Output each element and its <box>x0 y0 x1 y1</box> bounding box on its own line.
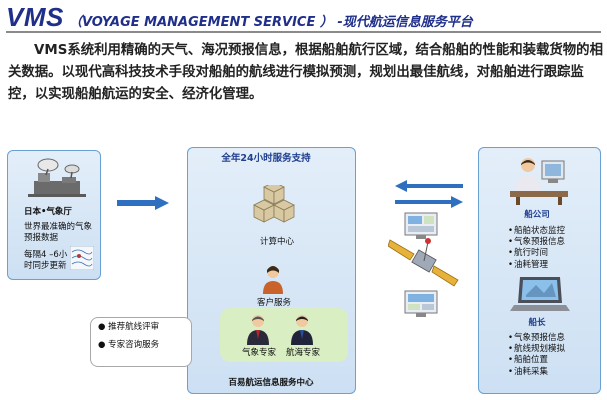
service-header: 全年24小时服务支持 <box>221 153 311 164</box>
service-item-label: 专家咨询服务 <box>108 340 160 350</box>
feature-item: 船舶状态监控 <box>508 226 596 237</box>
feature-item: 船舶位置 <box>508 355 596 366</box>
intro-text: VMS系统利用精确的天气、海况预报信息，根据船舶航行区域，结合船舶的性能和装载货… <box>8 40 604 106</box>
feature-item: 航线规划模拟 <box>508 344 596 355</box>
satellite-dish-icon <box>28 157 88 199</box>
feature-item: 油耗管理 <box>508 260 596 271</box>
services-list-box <box>90 317 192 367</box>
feature-item: 油耗采集 <box>508 367 596 378</box>
feature-item: 气象预报信息 <box>508 237 596 248</box>
service-item-label: 推荐航线评审 <box>108 322 160 332</box>
service-footer: 百易航运信息服务中心 <box>228 378 314 388</box>
intro-paragraph: VMS系统利用精确的天气、海况预报信息，根据船舶航行区域，结合船舶的性能和装载货… <box>8 43 603 102</box>
monitor-screen-icon <box>404 290 438 318</box>
jma-update: 每隔4 –6小时同步更新 <box>24 250 68 271</box>
bidirectional-arrow-icon <box>395 179 463 209</box>
monitor-screen-icon <box>404 212 438 240</box>
weather-map-icon <box>69 245 95 271</box>
captain-title: 船长 <box>528 318 546 328</box>
server-cubes-icon <box>250 181 300 233</box>
page-title: VMS （VOYAGE MANAGEMENT SERVICE ） -现代航运信息… <box>6 2 606 32</box>
weather-expert-label: 气象专家 <box>241 348 276 358</box>
company-title: 船公司 <box>524 210 550 220</box>
customer-service-icon <box>261 264 285 294</box>
customer-service-label: 客户服务 <box>256 298 291 308</box>
services-list: ● 推荐航线评审 ● 专家咨询服务 <box>98 322 188 351</box>
marine-expert-label: 航海专家 <box>285 348 320 358</box>
service-item: ● 推荐航线评审 <box>98 322 160 332</box>
laptop-icon <box>510 275 570 315</box>
feature-item: 航行时间 <box>508 248 596 259</box>
marine-expert-icon <box>289 313 315 345</box>
satellite-icon <box>387 232 460 292</box>
title-subtitle: （VOYAGE MANAGEMENT SERVICE ） -现代航运信息服务平台 <box>68 15 473 30</box>
weather-expert-icon <box>245 313 271 345</box>
arrow-right-icon <box>117 195 169 210</box>
service-item: ● 专家咨询服务 <box>98 340 160 350</box>
jma-title: 日本•气象厅 <box>24 207 72 217</box>
computing-center-label: 计算中心 <box>259 237 294 247</box>
company-features: 船舶状态监控 气象预报信息 航行时间 油耗管理 <box>508 226 596 271</box>
title-main: VMS <box>6 2 64 32</box>
captain-features: 气象预报信息 航线规划模拟 船舶位置 油耗采集 <box>508 333 596 378</box>
expert-box <box>220 308 348 362</box>
office-worker-icon <box>510 155 568 205</box>
feature-item: 气象预报信息 <box>508 333 596 344</box>
jma-desc: 世界最准确的气象预报数据 <box>24 222 93 243</box>
title-divider <box>6 31 601 33</box>
